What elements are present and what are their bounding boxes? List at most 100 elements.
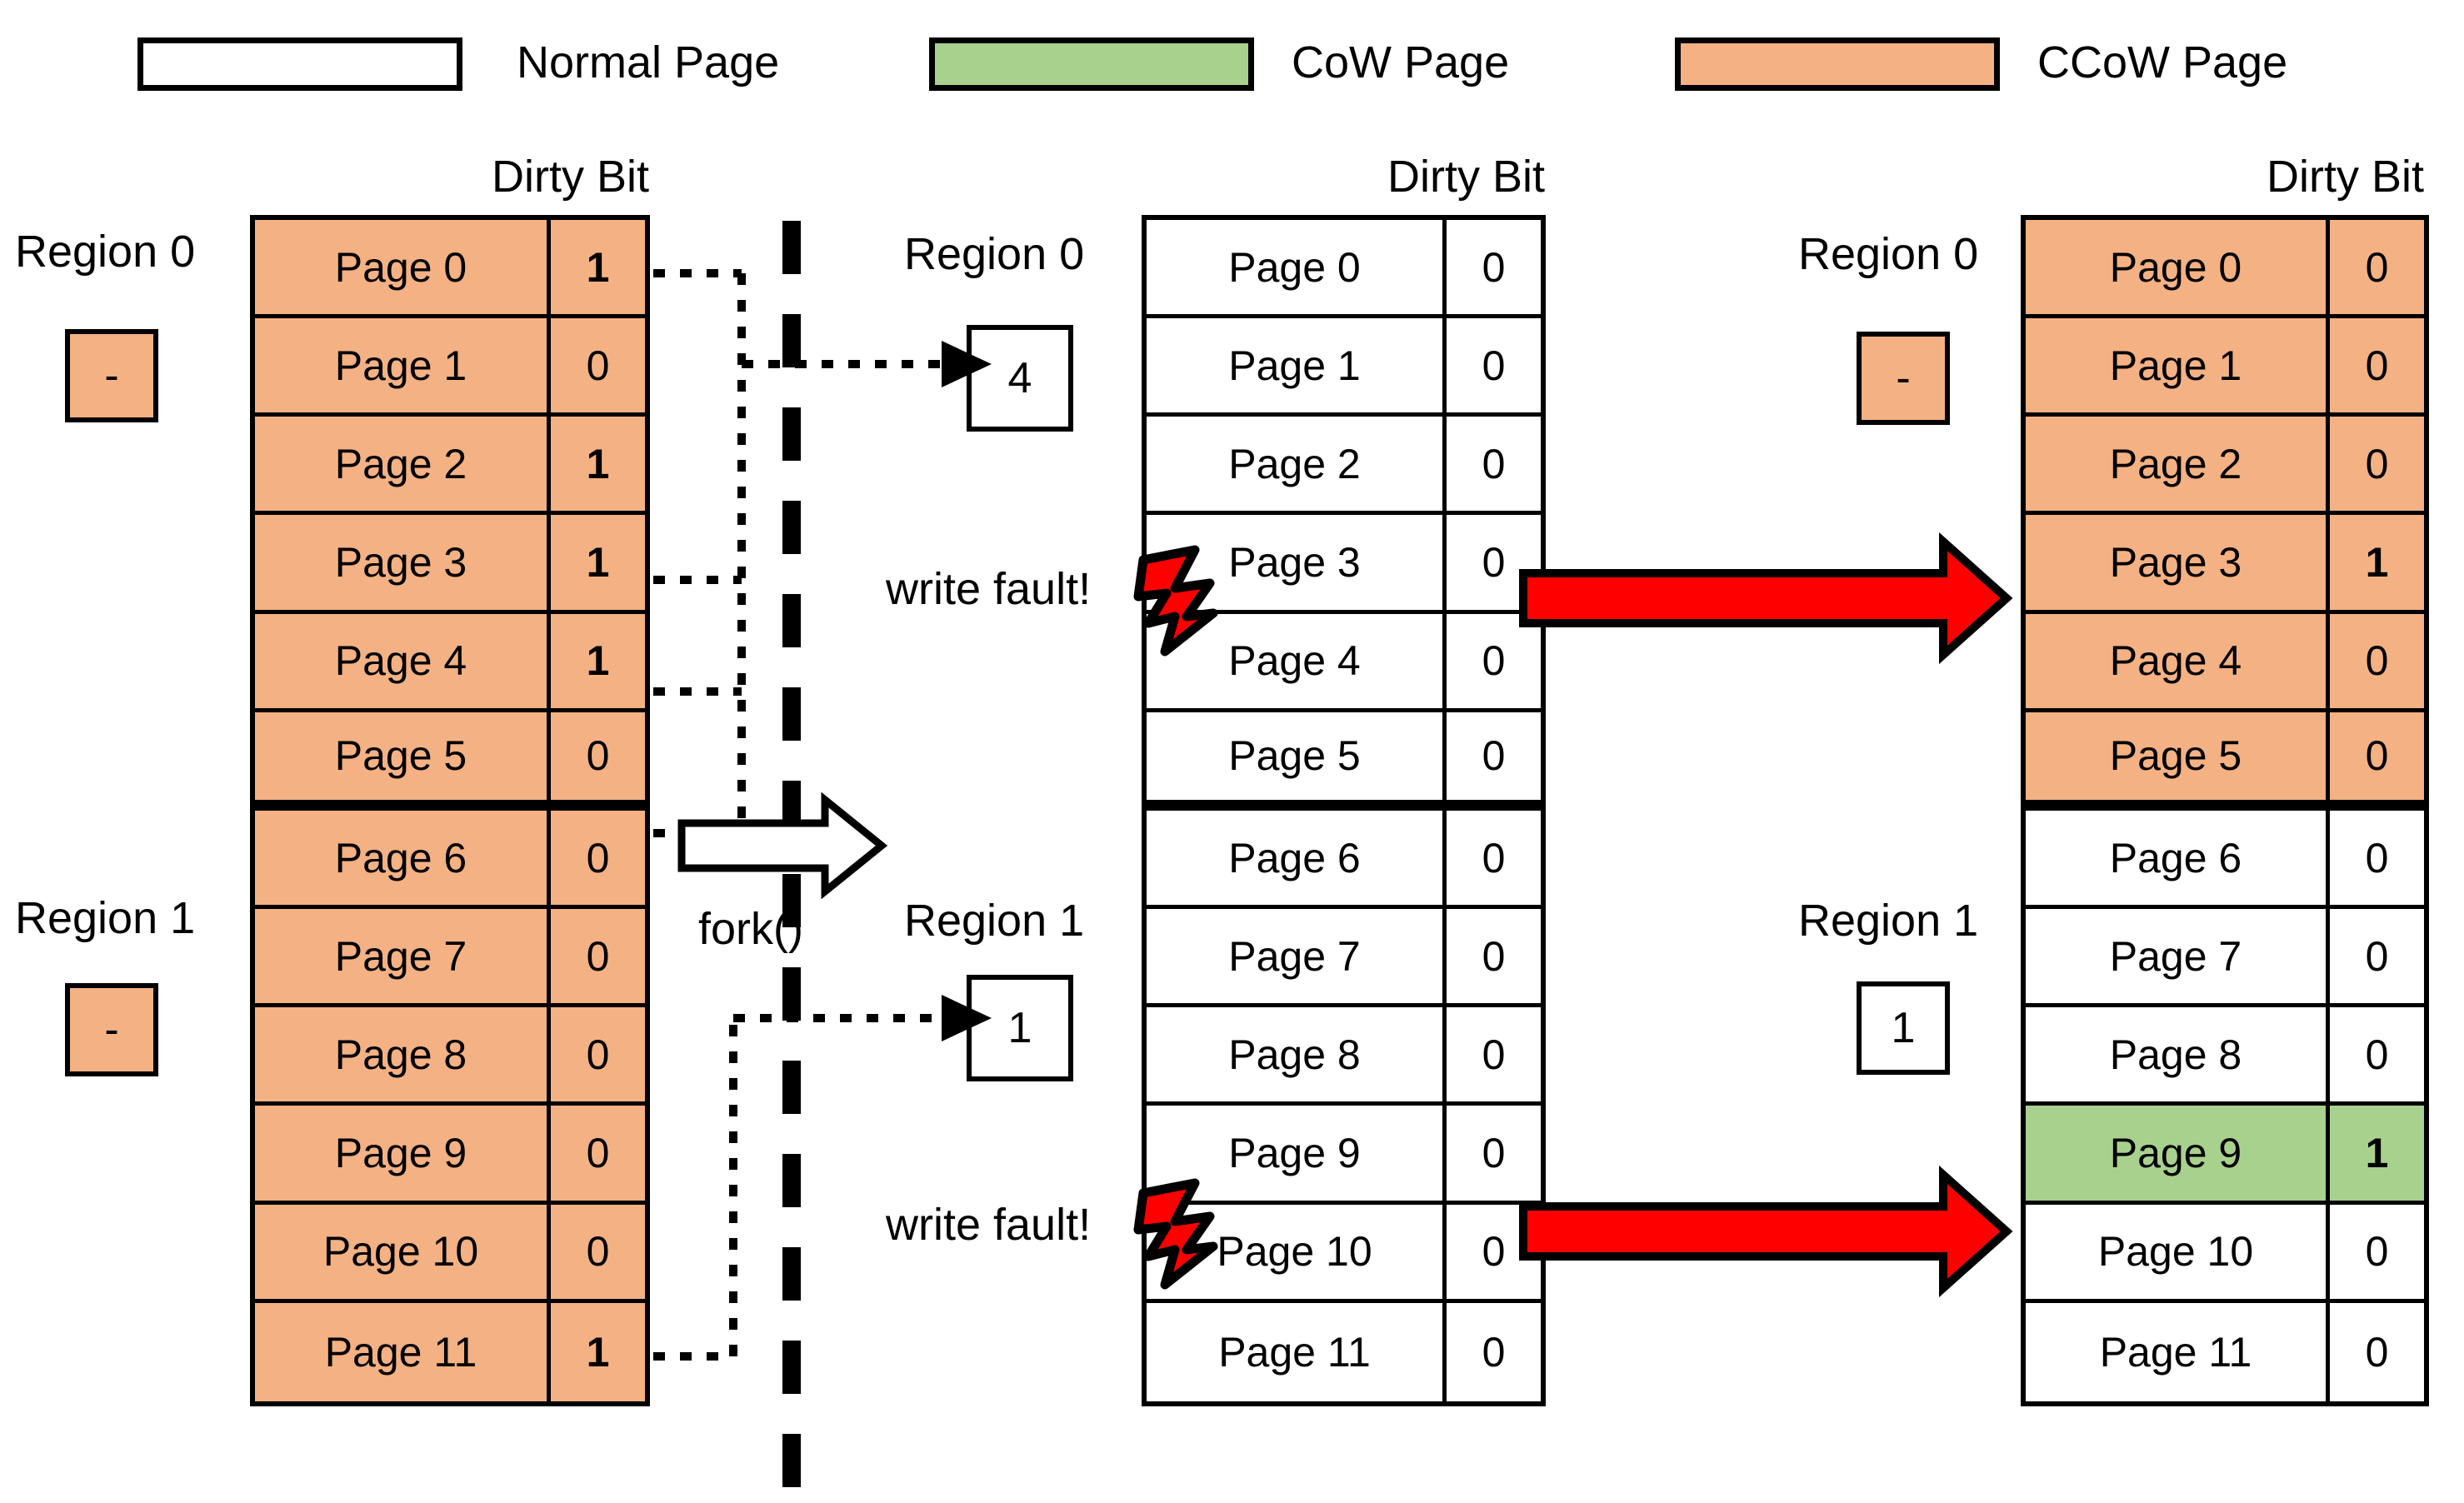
after-region-0-label: Region 0 (1798, 229, 1979, 279)
after-dirty-bit-cell: 0 (2326, 417, 2424, 516)
child-region-0-label: Region 0 (904, 229, 1085, 279)
parent-dirty-bit-cell: 0 (547, 712, 645, 811)
child-page-name-cell: Page 1 (1147, 318, 1442, 417)
parent-page-name-cell: Page 4 (255, 613, 547, 712)
after-dirty-bit-cell: 1 (2326, 1106, 2424, 1205)
fork-label: fork() (698, 904, 803, 954)
parent-page-name-cell: Page 11 (255, 1302, 547, 1401)
parent-dirty-bit-cell: 0 (547, 1204, 645, 1303)
dirty-bit-header-after: Dirty Bit (2267, 152, 2424, 202)
parent-page-name-cell: Page 1 (255, 318, 547, 417)
child-dirty-bit-cell: 0 (1442, 1204, 1541, 1303)
after-page-name-cell: Page 1 (2026, 318, 2326, 417)
child-page-name-cell: Page 3 (1147, 515, 1442, 614)
child-page-name-cell: Page 4 (1147, 613, 1442, 712)
legend-swatch-ccow-page (1675, 37, 2000, 91)
child-dirty-bit-cell: 0 (1442, 909, 1541, 1008)
page-9-fault-red-arrow (1519, 1165, 2013, 1298)
child-dirty-bit-cell: 0 (1442, 417, 1541, 516)
after-page-name-cell: Page 6 (2026, 810, 2326, 910)
child-dirty-bit-cell: 0 (1442, 318, 1541, 417)
after-dirty-bit-cell: 0 (2326, 318, 2424, 417)
parent-page-name-cell: Page 10 (255, 1204, 547, 1303)
child-page-name-cell: Page 9 (1147, 1106, 1442, 1205)
child-dirty-bit-cell: 0 (1442, 1007, 1541, 1106)
after-dirty-bit-cell: 0 (2326, 1302, 2424, 1401)
write-fault-label-page-3: write fault! (886, 564, 1092, 614)
parent-page-name-cell: Page 2 (255, 417, 547, 516)
child-dirty-bit-cell: 0 (1442, 810, 1541, 910)
after-page-name-cell: Page 8 (2026, 1007, 2326, 1106)
child-page-name-cell: Page 10 (1147, 1204, 1442, 1303)
legend-label-cow-page: CoW Page (1292, 37, 1510, 87)
parent-page-name-cell: Page 0 (255, 220, 547, 319)
region0-dirty-leader-lines (653, 269, 942, 837)
after-page-name-cell: Page 11 (2026, 1302, 2326, 1401)
after-region-1-label: Region 1 (1798, 896, 1979, 946)
child-page-name-cell: Page 6 (1147, 810, 1442, 910)
child-page-name-cell: Page 5 (1147, 712, 1442, 811)
parent-page-name-cell: Page 8 (255, 1007, 547, 1106)
after-page-name-cell: Page 5 (2026, 712, 2326, 811)
child-page-name-cell: Page 11 (1147, 1302, 1442, 1401)
child-dirty-bit-cell: 0 (1442, 1302, 1541, 1401)
child-page-name-cell: Page 2 (1147, 417, 1442, 516)
parent-page-name-cell: Page 3 (255, 515, 547, 614)
dirty-bit-header-child: Dirty Bit (1387, 152, 1545, 202)
child-region-1-label: Region 1 (904, 896, 1085, 946)
child-dirty-bit-cell: 0 (1442, 1106, 1541, 1205)
after-dirty-bit-cell: 0 (2326, 1007, 2424, 1106)
after-dirty-bit-cell: 0 (2326, 909, 2424, 1008)
legend-swatch-normal-page (137, 37, 462, 91)
parent-region-0-counter: - (65, 329, 158, 422)
parent-dirty-bit-cell: 1 (547, 515, 645, 614)
parent-region-0-label: Region 0 (15, 227, 196, 277)
child-page-name-cell: Page 0 (1147, 220, 1442, 319)
parent-page-name-cell: Page 9 (255, 1106, 547, 1205)
after-page-name-cell: Page 3 (2026, 515, 2326, 614)
after-page-name-cell: Page 4 (2026, 613, 2326, 712)
legend-swatch-cow-page (929, 37, 1254, 91)
write-fault-label-page-9: write fault! (886, 1200, 1092, 1250)
after-region-0-counter: - (1857, 332, 1950, 425)
after-page-name-cell: Page 2 (2026, 417, 2326, 516)
parent-dirty-bit-cell: 1 (547, 417, 645, 516)
after-region-1-counter: 1 (1857, 981, 1950, 1075)
child-page-name-cell: Page 8 (1147, 1007, 1442, 1106)
child-dirty-bit-cell: 0 (1442, 220, 1541, 319)
parent-page-name-cell: Page 6 (255, 810, 547, 910)
child-page-name-cell: Page 7 (1147, 909, 1442, 1008)
child-dirty-bit-cell: 0 (1442, 712, 1541, 811)
parent-region-1-label: Region 1 (15, 893, 196, 943)
parent-dirty-bit-cell: 0 (547, 909, 645, 1008)
page-3-fault-red-arrow (1519, 532, 2013, 665)
